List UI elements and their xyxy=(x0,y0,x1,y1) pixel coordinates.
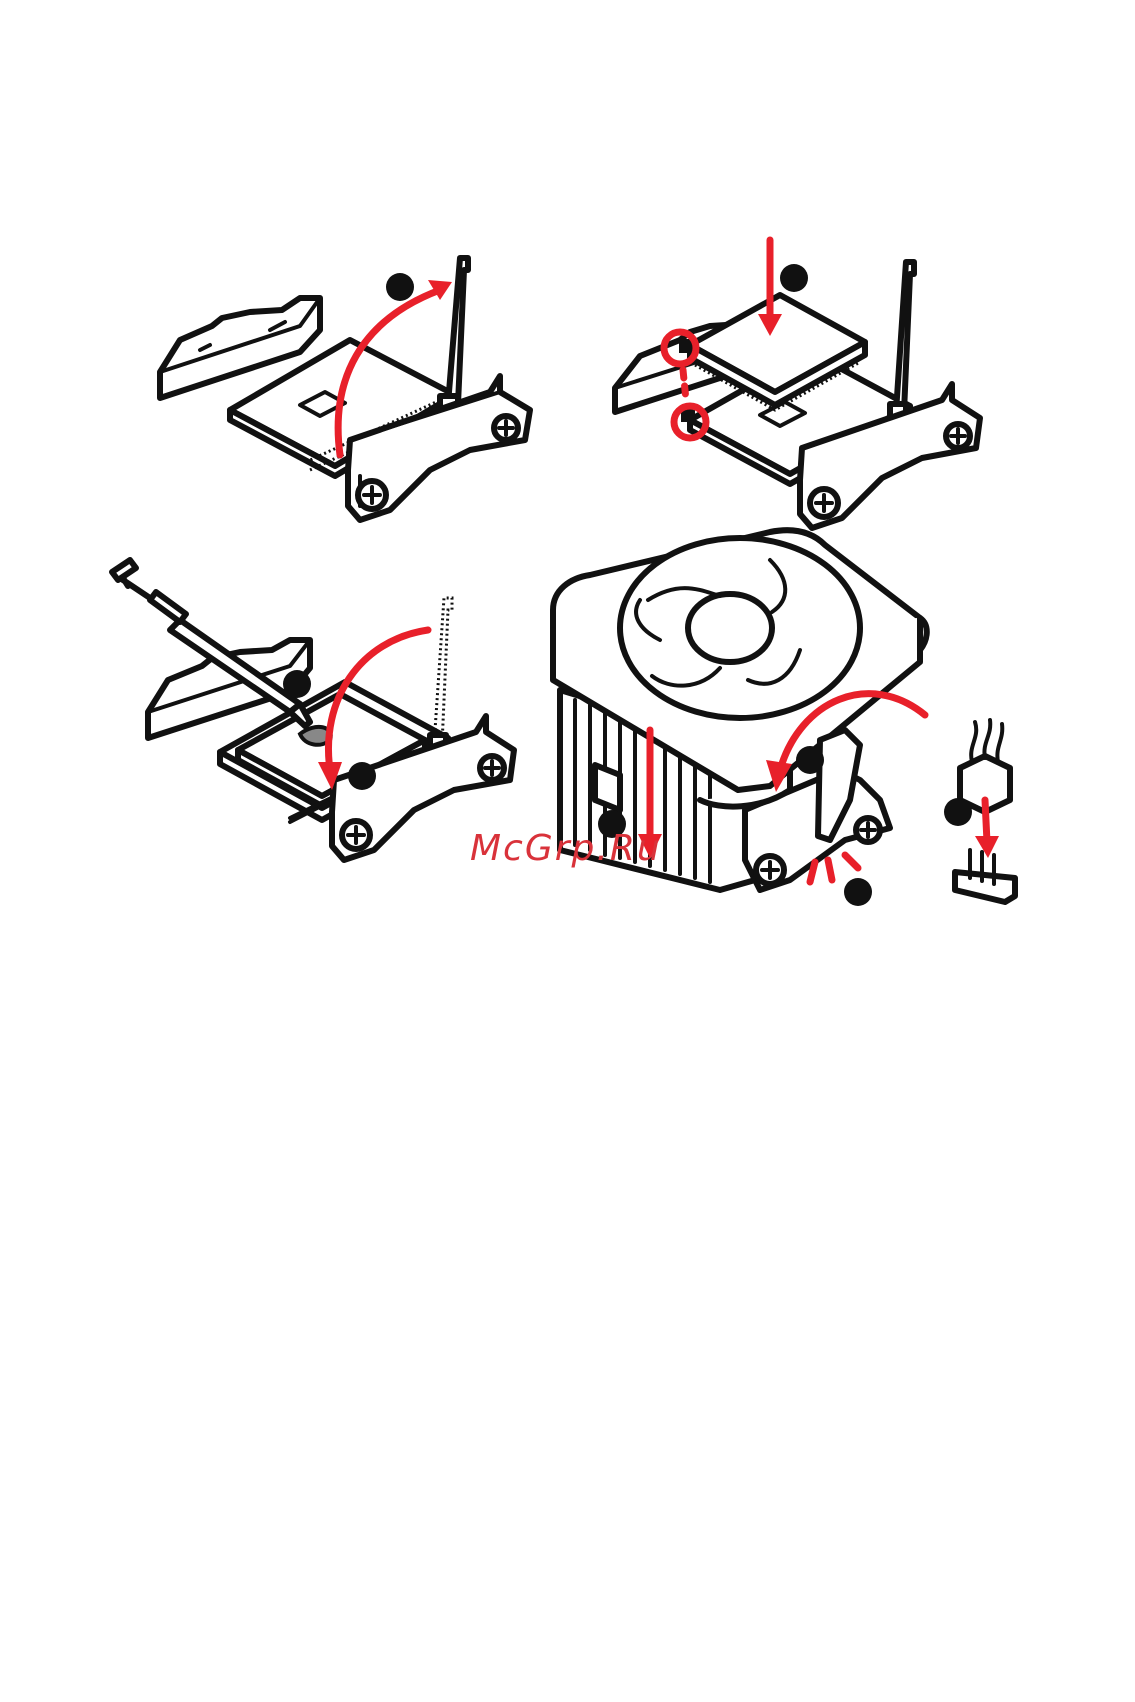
step-dot-icon xyxy=(780,264,808,292)
panel-open-lever xyxy=(160,258,530,520)
step-dot-icon xyxy=(944,798,972,826)
watermark-text: McGrp.Ru xyxy=(470,828,662,869)
step-dot-icon xyxy=(386,273,414,301)
step-dot-icon xyxy=(348,762,376,790)
step-dot-icon xyxy=(844,878,872,906)
step-dot-icon xyxy=(796,746,824,774)
panel-apply-paste-close-lever xyxy=(112,560,514,860)
panel-align-and-insert-cpu xyxy=(615,240,980,528)
step-dot-icon xyxy=(283,670,311,698)
